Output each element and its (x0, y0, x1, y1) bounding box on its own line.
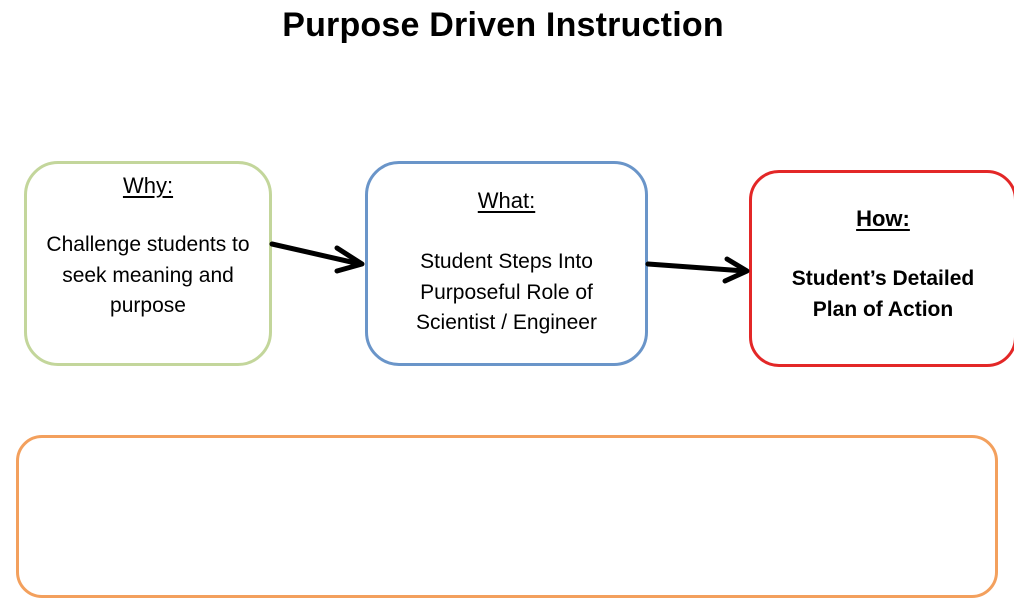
what-text-line: Purposeful Role of (420, 280, 593, 304)
what-text-line: Scientist / Engineer (416, 311, 597, 334)
how-text-line: Plan of Action (812, 297, 954, 321)
empty-bottom-box (16, 435, 998, 598)
why-text-line: seek meaning and (62, 263, 234, 287)
how-text-line: Student’s Detailed (791, 267, 975, 290)
what-heading: What: (477, 188, 536, 213)
why-box: Why: Challenge students to seek meaning … (24, 161, 272, 366)
how-text: Student’s Detailed Plan of Action (752, 264, 1014, 325)
why-text: Challenge students to seek meaning and p… (27, 230, 269, 322)
why-heading: Why: (122, 173, 174, 198)
why-text-line: purpose (110, 294, 186, 317)
how-heading: How: (856, 206, 910, 231)
arrow-why-to-what (269, 241, 365, 274)
what-text-line: Student Steps Into (420, 250, 593, 273)
what-text: Student Steps Into Purposeful Role of Sc… (368, 247, 645, 339)
how-box: How: Student’s Detailed Plan of Action (749, 170, 1014, 367)
why-text-line: Challenge students to (46, 233, 250, 256)
arrow-what-to-how (645, 256, 750, 284)
diagram-title: Purpose Driven Instruction (282, 6, 724, 44)
what-box: What: Student Steps Into Purposeful Role… (365, 161, 648, 366)
